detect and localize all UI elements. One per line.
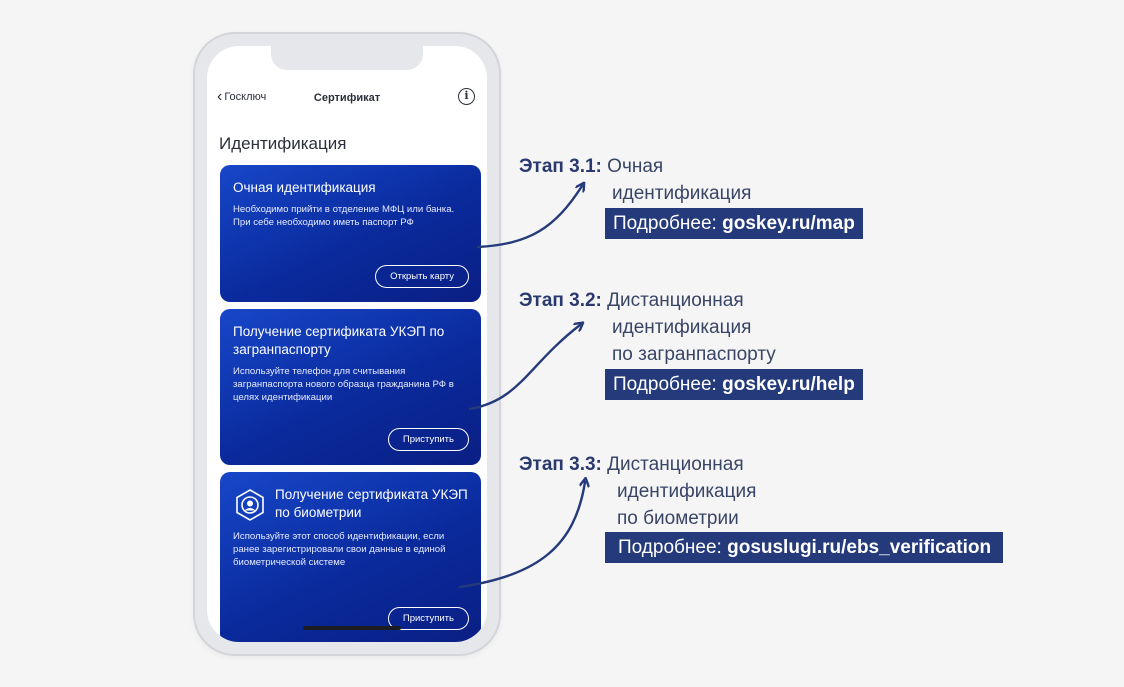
card-title: Очная идентификация (233, 180, 376, 195)
card-text: Используйте этот способ идентификации, е… (233, 531, 446, 568)
stage-line1: Дистанционная (607, 290, 744, 311)
arrow-stage-2 (468, 325, 580, 411)
nav-bar: ‹ Госключ Сертификат i (207, 88, 487, 110)
more-prefix: Подробнее: (613, 374, 717, 395)
stage-line1: Очная (607, 156, 664, 177)
card-text: Используйте телефон для считывания загра… (233, 366, 454, 403)
more-link-stage-2[interactable]: Подробнее: goskey.ru/help (605, 369, 863, 400)
biometric-face-icon (236, 489, 264, 521)
page-title: Идентификация (219, 134, 347, 153)
card-passport-identification: Получение сертификата УКЭП по загранпасп… (220, 309, 481, 465)
stage-line2: идентификация (617, 481, 757, 502)
more-url[interactable]: goskey.ru/help (722, 374, 855, 395)
card-biometric-identification: Получение сертификата УКЭП по биометрии … (220, 472, 481, 642)
stage-line3: по загранпаспорту (612, 344, 776, 365)
card-title: Получение сертификата УКЭП по биометрии (275, 487, 468, 520)
stage-line2: идентификация (612, 317, 752, 338)
stage-3-2: Этап 3.2: Дистанционная идентификация по… (519, 287, 776, 368)
arrow-stage-3 (458, 482, 585, 589)
back-label: Госключ (224, 91, 267, 103)
stage-label: Этап 3.1: (519, 156, 602, 177)
more-link-stage-1[interactable]: Подробнее: goskey.ru/map (605, 208, 863, 239)
stage-label: Этап 3.2: (519, 290, 602, 311)
stage-3-1: Этап 3.1: Очная идентификация (519, 153, 751, 207)
back-button[interactable]: ‹ Госключ (217, 88, 267, 105)
card-title: Получение сертификата УКЭП по загранпасп… (233, 324, 445, 357)
stage-line1: Дистанционная (607, 454, 744, 475)
phone-notch (271, 46, 423, 70)
phone-screen: ‹ Госключ Сертификат i Идентификация Очн… (207, 46, 487, 642)
arrow-stage-1 (476, 186, 582, 249)
phone-frame: ‹ Госключ Сертификат i Идентификация Очн… (193, 32, 501, 656)
stage-line3: по биометрии (617, 508, 739, 529)
open-map-button[interactable]: Открыть карту (375, 265, 469, 288)
info-icon[interactable]: i (458, 88, 475, 105)
more-prefix: Подробнее: (618, 537, 722, 558)
stage-line2: идентификация (612, 183, 752, 204)
chevron-left-icon: ‹ (217, 88, 223, 105)
more-prefix: Подробнее: (613, 213, 717, 234)
more-url[interactable]: gosuslugi.ru/ebs_verification (727, 537, 992, 558)
stage-label: Этап 3.3: (519, 454, 602, 475)
card-text: Необходимо прийти в отделение МФЦ или ба… (233, 204, 455, 228)
start-passport-button[interactable]: Приступить (387, 428, 469, 451)
card-in-person-identification: Очная идентификация Необходимо прийти в … (220, 165, 481, 302)
start-biometric-button[interactable]: Приступить (387, 607, 469, 630)
home-indicator (303, 626, 401, 630)
stage-3-3: Этап 3.3: Дистанционная идентификация по… (519, 451, 756, 532)
more-link-stage-3[interactable]: Подробнее: gosuslugi.ru/ebs_verification (605, 532, 1004, 563)
nav-title: Сертификат (313, 92, 381, 104)
more-url[interactable]: goskey.ru/map (722, 213, 855, 234)
